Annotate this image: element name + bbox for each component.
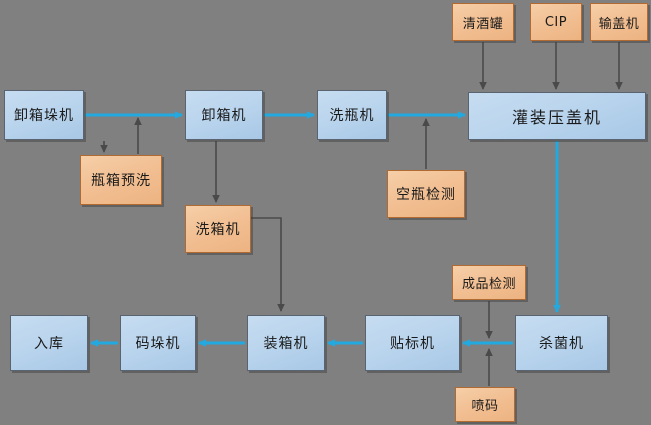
node-case-prewash[interactable]: 瓶箱预洗 [80, 155, 162, 205]
node-inkjet-coder[interactable]: 喷码 [455, 387, 515, 422]
node-cip[interactable]: CIP [530, 3, 582, 41]
node-labeller[interactable]: 贴标机 [365, 315, 460, 371]
node-case-packer[interactable]: 装箱机 [247, 315, 325, 371]
main-flow-edges [85, 111, 561, 347]
node-bright-beer-tank[interactable]: 清酒罐 [452, 3, 514, 41]
node-pasteurizer[interactable]: 杀菌机 [515, 315, 608, 371]
node-palletizer[interactable]: 码垛机 [120, 315, 196, 371]
node-case-washer[interactable]: 洗箱机 [185, 205, 251, 253]
node-finished-check[interactable]: 成品检测 [452, 265, 526, 300]
node-unload-palletizer[interactable]: 卸箱垛机 [4, 90, 84, 140]
node-empty-bottle-check[interactable]: 空瓶检测 [387, 170, 465, 218]
node-bottle-washer[interactable]: 洗瓶机 [317, 90, 387, 140]
node-uncaser[interactable]: 卸箱机 [185, 90, 263, 140]
node-warehouse[interactable]: 入库 [10, 315, 88, 371]
node-cap-feeder[interactable]: 输盖机 [590, 3, 648, 41]
node-filler-capper[interactable]: 灌装压盖机 [468, 92, 646, 140]
